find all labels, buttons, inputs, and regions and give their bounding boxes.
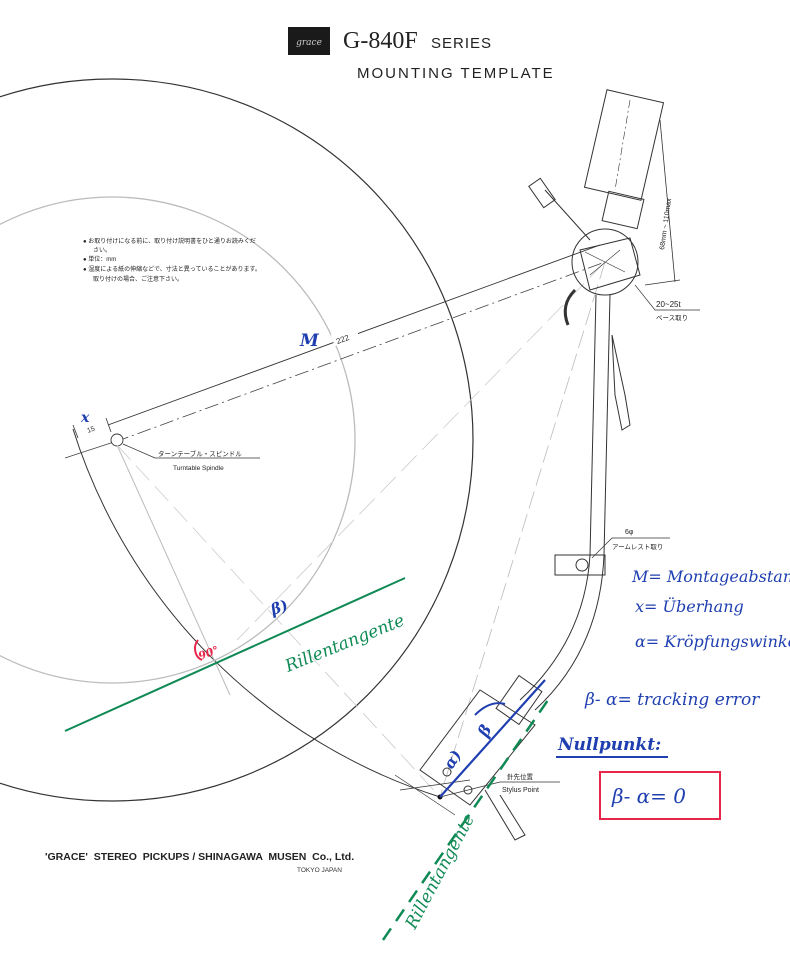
armrest-hole-label: 6φ — [625, 529, 634, 536]
radius-line — [116, 444, 231, 696]
armrest — [554, 554, 606, 576]
cue-lever — [611, 334, 631, 431]
counterweight — [583, 89, 665, 201]
svg-text:取り付けの場合、ご注意下さい。: 取り付けの場合、ご注意下さい。 — [93, 275, 183, 283]
svg-text:● お取り付けになる前に、取り付け説明書をひと通りお読みくだ: ● お取り付けになる前に、取り付け説明書をひと通りお読みくだ — [83, 237, 256, 245]
stylus-label-jp: 針先位置 — [507, 772, 534, 781]
tracking-error-definition: β- α= tracking error — [584, 690, 760, 710]
base-mount-label: ベース取り — [656, 314, 688, 322]
overhang-line — [64, 439, 121, 459]
legend-x: x= Überhang — [635, 596, 744, 616]
model-title: G-840F — [343, 28, 418, 54]
pivot-circle — [571, 228, 639, 296]
series-label: SERIES — [431, 35, 492, 52]
legend-alpha: α= Kröpfungswinkel — [635, 632, 790, 651]
mount-distance-dimension: 222 — [335, 333, 351, 346]
company-location: TOKYO JAPAN — [297, 867, 342, 874]
inner-record-circle — [0, 196, 356, 684]
svg-text:さい。: さい。 — [93, 247, 111, 254]
groove-tangent-dashed-line — [381, 699, 550, 941]
stylus-label-en: Stylus Point — [502, 787, 539, 794]
outer-record-circle — [0, 78, 474, 802]
logo-text: grace — [296, 38, 322, 48]
grace-logo — [288, 27, 330, 55]
x-mark: x — [80, 410, 90, 426]
base-thickness-label: 20~25t — [656, 300, 681, 309]
spindle-label-jp: ターンテーブル・スピンドル — [158, 449, 242, 458]
groove-tangent-label: Rillentangente — [281, 611, 407, 677]
alpha-angle-mark: α) — [440, 747, 465, 772]
overhang-dimension: 15 — [86, 426, 96, 435]
null-point-heading: Nullpunkt: — [557, 735, 661, 755]
stylus-arc — [72, 428, 441, 798]
armrest-mount-label: アームレスト取り — [612, 543, 663, 551]
handwritten-annotations: Rillentangente 90° β) M x α) β Rillentan… — [64, 331, 790, 941]
company-name: 'GRACE' STEREO PICKUPS / SHINAGAWA MUSEN… — [45, 851, 354, 863]
header: grace G-840F SERIES MOUNTING TEMPLATE — [288, 27, 555, 82]
lift-lever — [528, 177, 556, 209]
null-point-box — [599, 771, 721, 820]
template-subtitle: MOUNTING TEMPLATE — [357, 65, 555, 82]
svg-text:● 単位：mm: ● 単位：mm — [83, 255, 116, 263]
legend-m: M= Montageabstand — [631, 567, 790, 586]
spindle-pivot-centerline — [114, 261, 606, 443]
alpha-line — [439, 679, 546, 798]
svg-text:● 湿度による紙の伸縮などで、寸法と異っていることがあります: ● 湿度による紙の伸縮などで、寸法と異っていることがあります。 — [83, 265, 261, 273]
m-mark: M — [299, 331, 320, 351]
groove-tangent-label-2: Rillentangente — [401, 811, 479, 933]
spindle-label-en: Turntable Spindle — [173, 465, 224, 472]
spindle-mark — [110, 433, 124, 447]
mounting-notes: ● お取り付けになる前に、取り付け説明書をひと通りお読みくだ さい。 ● 単位：… — [83, 237, 261, 283]
beta-angle-mark: β) — [267, 596, 290, 619]
groove-tangent-line — [64, 577, 406, 732]
null-point-formula: β- α= 0 — [611, 784, 686, 808]
